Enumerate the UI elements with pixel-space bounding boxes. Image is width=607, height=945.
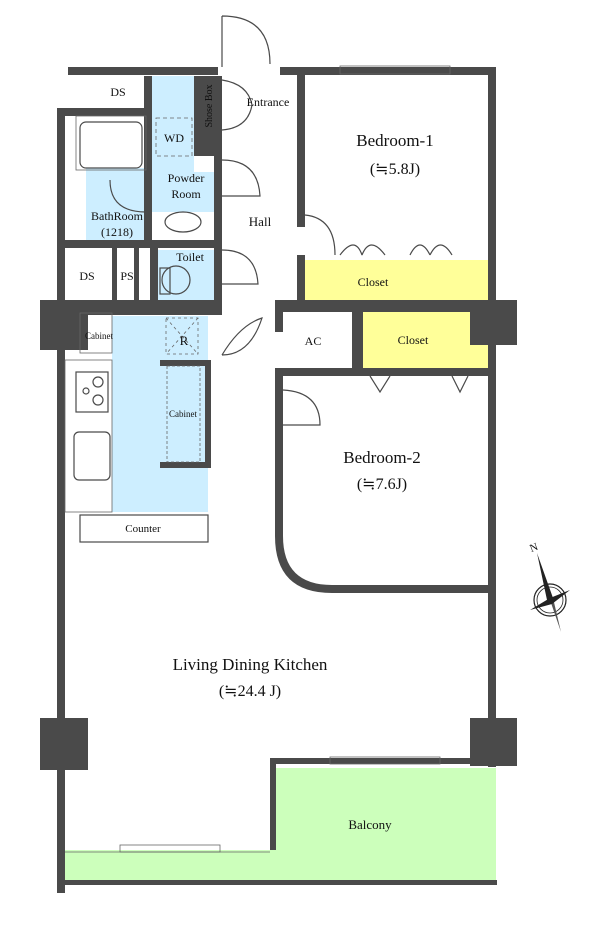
ac-label: AC: [305, 334, 322, 348]
counter-box: [79, 514, 209, 543]
bedroom2-door: [282, 389, 321, 426]
room-labels: DS WD Shose Box Entrance Powder Room Bat…: [79, 84, 433, 832]
counter-label: Counter: [125, 523, 161, 535]
ds-top-label: DS: [110, 85, 125, 99]
powder-room-label: Powder: [168, 171, 205, 185]
toilet-door: [221, 249, 259, 285]
toilet-icon: [161, 265, 191, 295]
ds-bottom-label: DS: [79, 269, 94, 283]
entrance-label: Entrance: [247, 95, 290, 109]
sink-icon: [164, 211, 202, 233]
shoe-box-label: Shose Box: [204, 84, 215, 127]
toilet-label: Toilet: [176, 250, 204, 264]
bedroom2-size: (≒7.6J): [357, 476, 407, 493]
fixtures: [64, 15, 469, 853]
bedroom1-size: (≒5.8J): [370, 161, 420, 178]
closet1-label: Closet: [358, 275, 389, 289]
bathroom-size-label: (1218): [101, 225, 133, 239]
front-door: [221, 15, 271, 67]
washer-space: [155, 117, 193, 157]
walls: [40, 67, 517, 893]
fridge-space: [165, 317, 199, 355]
closet2-label: Closet: [398, 333, 429, 347]
fridge-label: R: [180, 333, 189, 348]
compass-north-label: N: [528, 541, 540, 555]
hall-label: Hall: [249, 214, 272, 229]
ps-label: PS: [120, 269, 133, 283]
balcony-fill: [65, 768, 496, 880]
closet-2-fill: [363, 312, 488, 370]
ldk-name: Living Dining Kitchen: [173, 655, 328, 674]
cabinet-left-label: Cabinet: [85, 331, 113, 341]
bedroom1-door: [304, 214, 336, 256]
wd-label: WD: [164, 131, 184, 145]
closet-1-fill: [305, 260, 488, 300]
bath-door: [109, 179, 147, 213]
cabinet-right-label: Cabinet: [169, 409, 197, 419]
compass-north-icon: N: [528, 541, 570, 632]
bedroom2-name: Bedroom-2: [343, 448, 420, 467]
bedroom1-name: Bedroom-1: [356, 131, 433, 150]
bathroom-label: BathRoom: [91, 209, 144, 223]
kitchen-sink-icon: [73, 431, 111, 481]
balcony-label: Balcony: [348, 817, 392, 832]
hall-door: [221, 159, 261, 197]
bathtub-icon: [79, 121, 143, 169]
ldk-door: [221, 317, 263, 356]
ldk-size: (≒24.4 J): [219, 683, 281, 700]
powder-room-label-2: Room: [171, 187, 201, 201]
stove-icon: [75, 371, 109, 413]
